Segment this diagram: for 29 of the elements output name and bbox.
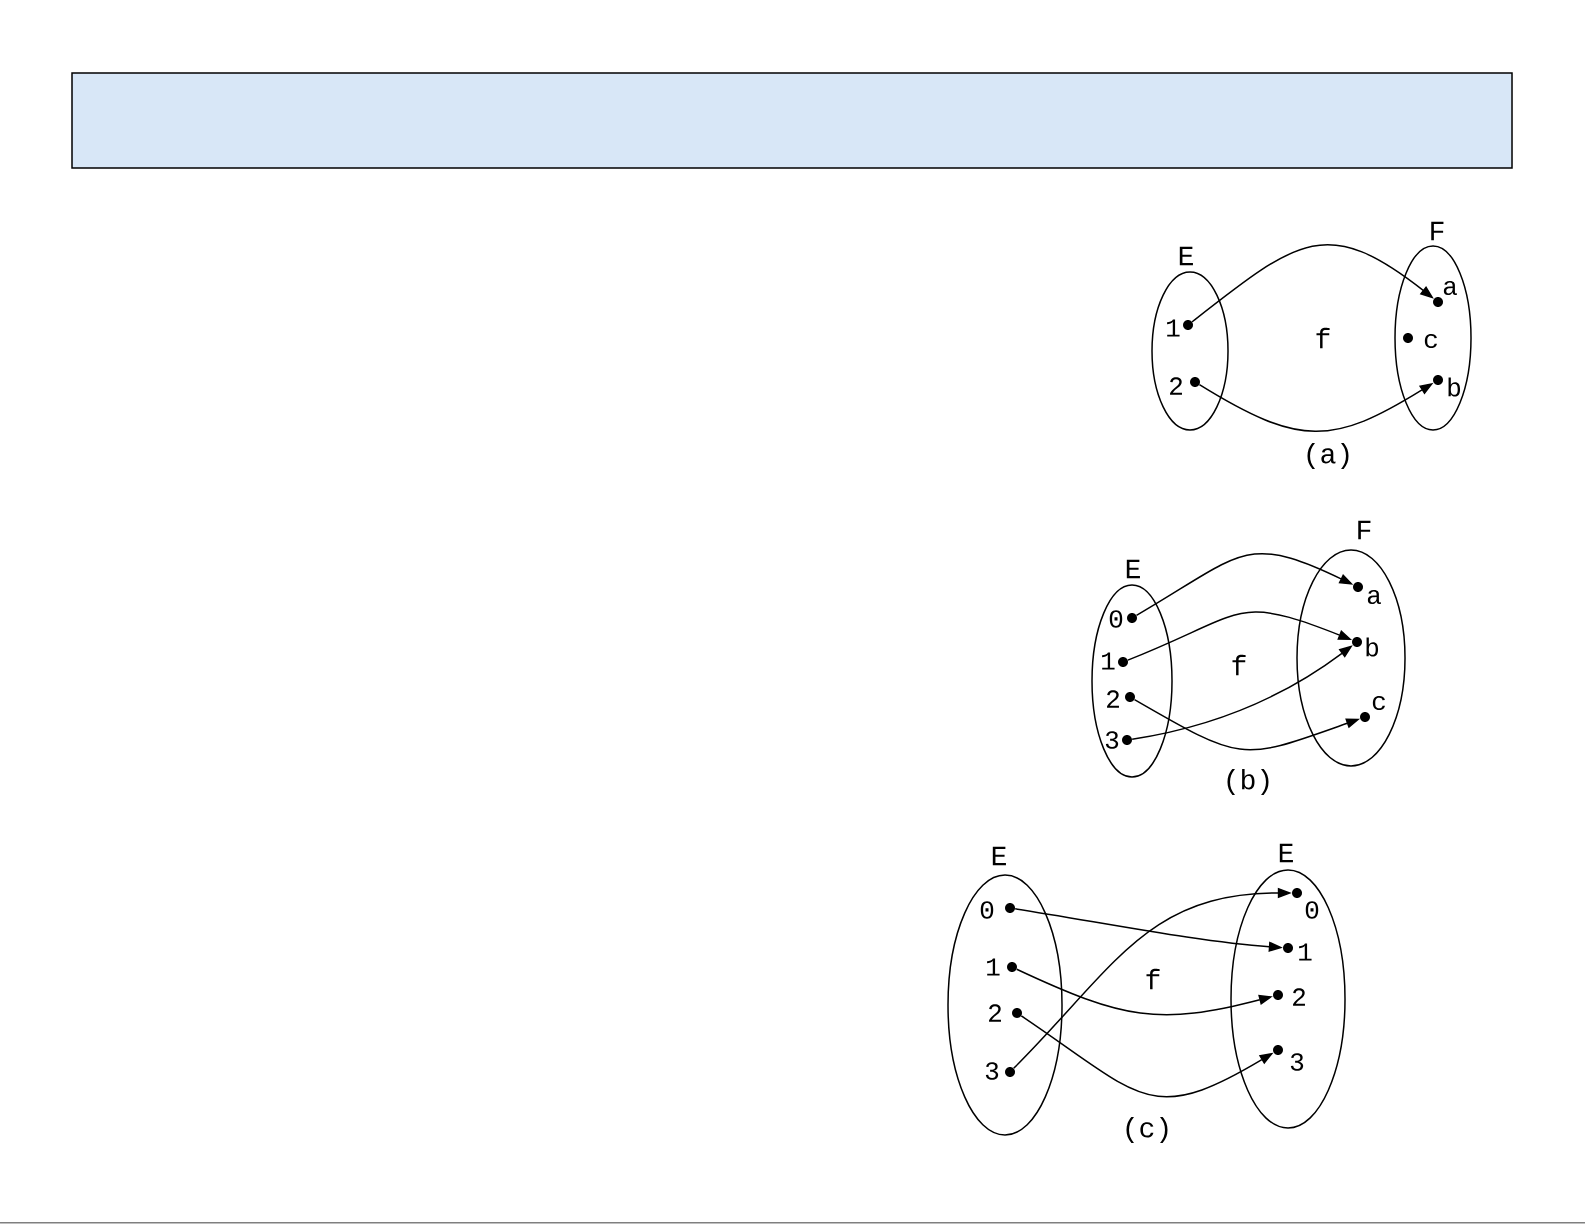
point-label: 2 (1170, 377, 1182, 395)
point-label: 1 (1102, 652, 1115, 670)
point-label: 2 (1107, 690, 1119, 708)
point-label: 1 (987, 958, 1000, 976)
point-label: c (1372, 695, 1385, 711)
function-label: f (1316, 327, 1330, 349)
point-label: a (1367, 589, 1381, 605)
point-label: 2 (989, 1004, 1001, 1022)
point-label: 3 (1105, 731, 1119, 749)
point-label: 0 (980, 901, 994, 919)
set-name: F (1431, 221, 1444, 241)
point-label: b (1448, 377, 1461, 397)
function-label: f (1146, 968, 1160, 990)
subfigure-caption: (a) (1307, 442, 1349, 470)
set-name: E (992, 846, 1006, 866)
point-label: c (1424, 333, 1437, 349)
point-label: 3 (985, 1062, 999, 1080)
point-label: a (1443, 280, 1457, 296)
set-name: E (1179, 246, 1193, 266)
point-label: b (1366, 637, 1379, 657)
function-label: f (1232, 654, 1246, 676)
point-label: 1 (1167, 319, 1180, 337)
set-name: F (1358, 520, 1371, 540)
title-banner (71, 72, 1513, 169)
subfigure-caption: (b) (1227, 768, 1269, 796)
point-label: 0 (1109, 610, 1123, 628)
set-name: E (1279, 843, 1293, 863)
set-name: E (1126, 559, 1140, 579)
subfigure-caption: (c) (1126, 1116, 1168, 1144)
